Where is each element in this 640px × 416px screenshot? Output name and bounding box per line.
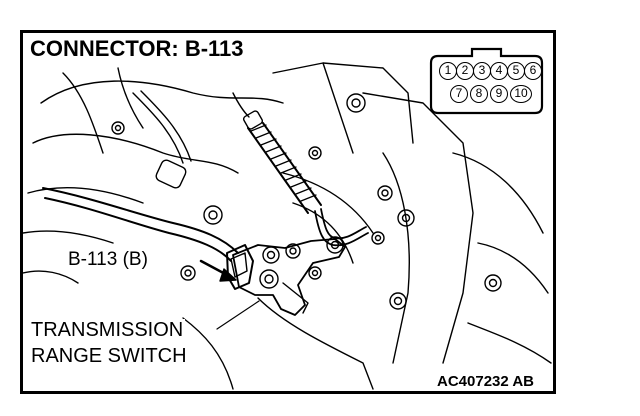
connector-pin: 1 [439, 62, 457, 80]
connector-pin: 4 [490, 62, 508, 80]
connector-housing-outline [429, 47, 544, 115]
connector-callout-label: B-113 (B) [65, 249, 151, 270]
connector-pin: 8 [470, 85, 488, 103]
connector-b113-face-icon: 1 2 3 4 5 6 7 8 9 10 [426, 46, 547, 125]
figure-code: AC407232 AB [435, 373, 536, 390]
diagram-frame: CONNECTOR: B-113 1 2 3 4 5 6 7 8 9 10 B-… [20, 30, 556, 394]
connector-pin: 3 [473, 62, 491, 80]
connector-pin: 7 [450, 85, 468, 103]
component-label-line2: RANGE SWITCH [29, 345, 189, 367]
connector-pin: 2 [456, 62, 474, 80]
component-label-line1: TRANSMISSION [29, 319, 186, 341]
connector-pin: 9 [490, 85, 508, 103]
connector-pin: 10 [510, 85, 532, 103]
engine-line-art [23, 62, 552, 390]
connector-pin: 6 [524, 62, 542, 80]
connector-pin: 5 [507, 62, 525, 80]
diagram-title: CONNECTOR: B-113 [28, 37, 247, 62]
